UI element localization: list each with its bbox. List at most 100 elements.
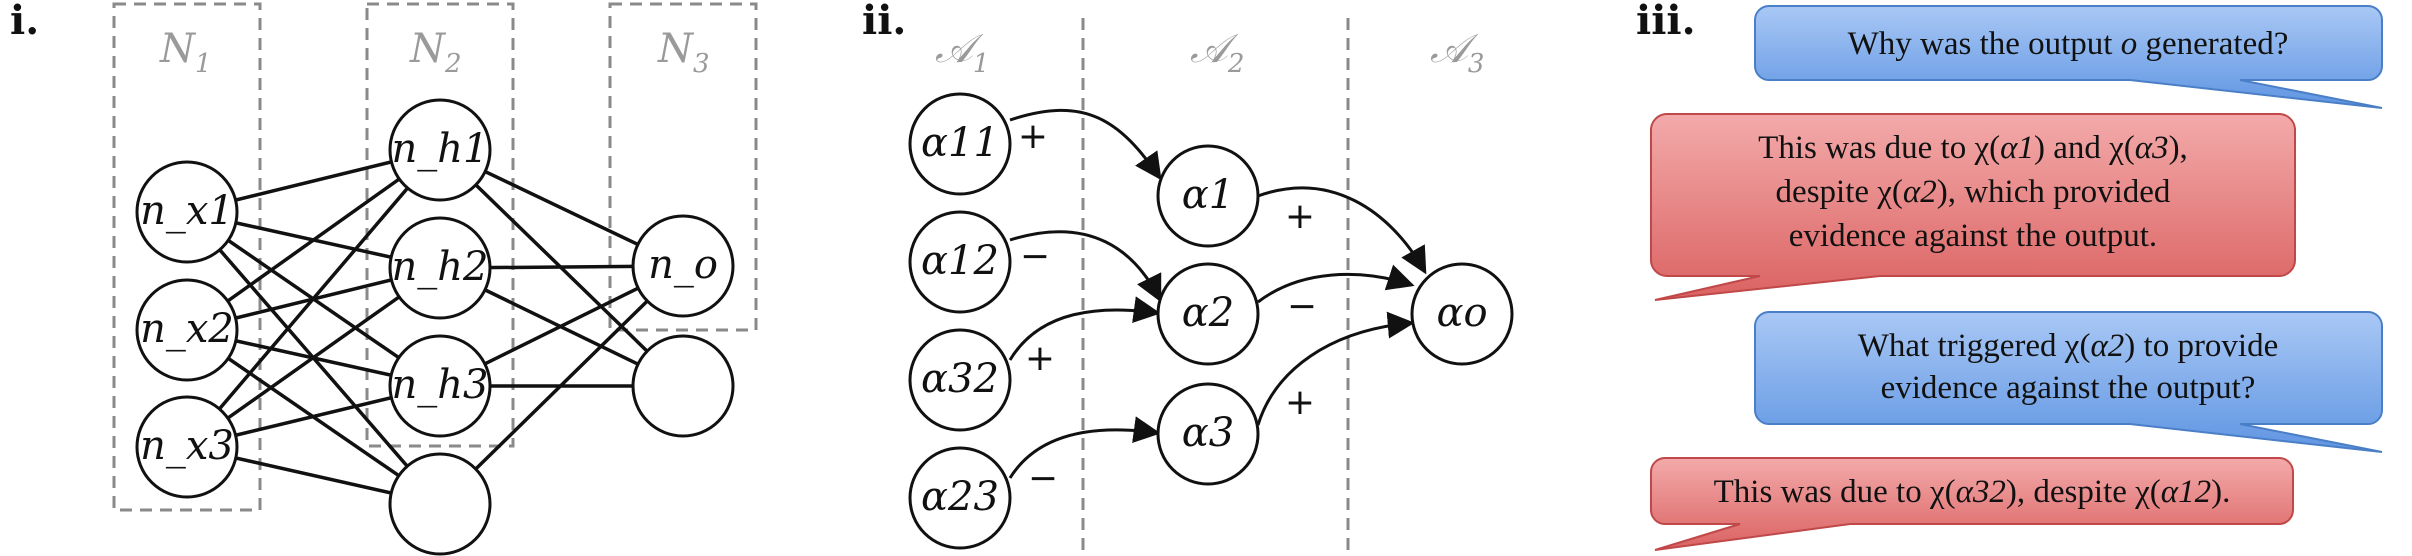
q1-var: o [2121,26,2138,62]
question-2-line-1: What triggered χ(α2) to provide [1858,328,2279,364]
edge-a11-a1 [1009,108,1162,181]
sign-a32-a2: + [1025,338,1055,379]
edge-a3-ao [1256,311,1415,426]
column-label-a2-text: 𝒜2 [1190,26,1244,79]
a2-pre: This was due to χ( [1714,474,1956,510]
column-label-a1-sub: 1 [973,49,990,79]
panel-iii: iii. Why was the output o generated? Thi… [1636,0,2383,551]
node-nh1: n_h1 [388,98,492,202]
q2-l1-post: ) to provide [2124,328,2278,364]
arg-node-a12: α12 [908,210,1012,314]
layer-label-n2-text: N2 [409,26,462,79]
question-bubble-1: Why was the output o generated? [1754,5,2383,109]
layer-label-n3-text: N3 [657,26,710,79]
sign-a1-ao: + [1285,196,1315,237]
q2-l1-v: α2 [2090,328,2124,364]
node-nh2-label: n_h2 [392,244,489,290]
a1-l1-v2: α3 [2135,130,2169,166]
node-nh2: n_h2 [388,216,492,320]
layer-label-n3-sub: 3 [693,49,710,79]
sign-a23-a3: − [1028,458,1058,499]
sign-a12-a2: − [1020,236,1050,277]
arg-node-a3-label: α3 [1182,410,1234,456]
node-nx3: n_x3 [135,395,239,499]
arg-node-a11-label: α11 [921,120,999,166]
argument-edges [1008,108,1427,479]
node-nx2-label: n_x2 [140,306,234,352]
panel-ii: ii. 𝒜1 𝒜2 𝒜3 + − + − + − + [862,0,1514,556]
edge-a23-a3 [1008,416,1161,479]
edge-a2-ao [1257,264,1415,304]
node-nh3-label: n_h3 [392,362,489,408]
node-nx2: n_x2 [135,278,239,382]
node-no-label: n_o [648,242,718,288]
layer-box-n2 [365,2,515,448]
column-label-a3: 𝒜3 [1430,26,1484,79]
sign-a3-ao: + [1285,382,1315,423]
answer-bubble-2: This was due to χ(α32), despite χ(α12). [1650,457,2294,551]
answer-bubble-1: This was due to χ(α1) and χ(α3), despite… [1650,113,2296,301]
arg-node-a1: α1 [1156,144,1260,248]
node-nx1: n_x1 [135,160,239,264]
answer-1-line-1: This was due to χ(α1) and χ(α3), [1758,130,2188,166]
sign-a2-ao: − [1287,286,1317,327]
q2-l1-pre: What triggered χ( [1858,328,2091,364]
answer-1-line-2: despite χ(α2), which provided [1776,174,2171,210]
column-label-a3-sub: 3 [1468,49,1485,79]
column-label-a1: 𝒜1 [935,26,989,79]
arg-node-a1-label: α1 [1182,172,1234,218]
a1-l1-v1: α1 [2000,130,2034,166]
arg-node-a12-label: α12 [921,238,999,284]
layer-label-n1-text: N1 [159,26,212,79]
arg-node-a2: α2 [1156,262,1260,366]
panel-label-i: i. [10,0,39,44]
q1-pre: Why was the output [1848,26,2121,62]
a1-l2-pre: despite χ( [1776,174,1903,210]
a2-post: ). [2211,474,2230,510]
node-nh1-label: n_h1 [392,126,489,172]
layer-box-n1 [112,2,262,512]
node-nx1-label: n_x1 [140,188,234,234]
column-label-a2: 𝒜2 [1190,26,1244,79]
arg-node-a3: α3 [1156,382,1260,486]
column-label-a2-sub: 2 [1227,49,1245,79]
sign-a11-a1: + [1018,116,1048,157]
answer-2-text: This was due to χ(α32), despite χ(α12). [1714,474,2231,510]
layer-label-n3: N3 [657,26,710,79]
question-2-line-2: evidence against the output? [1881,370,2256,406]
column-label-a3-text: 𝒜3 [1430,26,1484,79]
layer-label-n2: N2 [409,26,462,79]
node-nh3: n_h3 [388,334,492,438]
panel-label-ii: ii. [862,0,906,44]
edge-a32-a2 [1008,296,1161,361]
arg-node-a32: α32 [908,328,1012,432]
arg-node-a2-label: α2 [1182,290,1234,336]
a2-v1: α32 [1956,474,2006,510]
layer-label-n1: N1 [159,26,212,79]
a1-l2-v: α2 [1903,174,1937,210]
node-nx3-label: n_x3 [140,423,234,469]
node-bias-output [631,334,735,438]
edge-a12-a2 [1009,230,1162,303]
question-1-text: Why was the output o generated? [1848,26,2289,62]
a1-l1-post: ), [2169,130,2188,166]
arg-node-ao: αo [1410,262,1514,366]
a1-l1-mid: ) and χ( [2034,130,2135,166]
arg-node-a11: α11 [908,92,1012,196]
node-no: n_o [631,214,735,318]
arg-node-ao-label: αo [1436,290,1487,336]
layer-box-n3 [608,2,758,332]
a2-v2: α12 [2161,474,2211,510]
node-bias-hidden [388,452,492,556]
a1-l1-pre: This was due to χ( [1758,130,2000,166]
answer-1-line-3: evidence against the output. [1789,218,2157,254]
panel-i: i. N1 N2 N3 [10,0,758,556]
column-label-a1-text: 𝒜1 [935,26,989,79]
panel-label-iii: iii. [1636,0,1696,44]
q1-post: generated? [2137,26,2288,62]
arg-node-a32-label: α32 [921,356,999,402]
question-bubble-2: What triggered χ(α2) to provide evidence… [1754,311,2383,453]
layer-label-n2-sub: 2 [444,49,462,79]
arg-node-a23: α23 [908,446,1012,550]
